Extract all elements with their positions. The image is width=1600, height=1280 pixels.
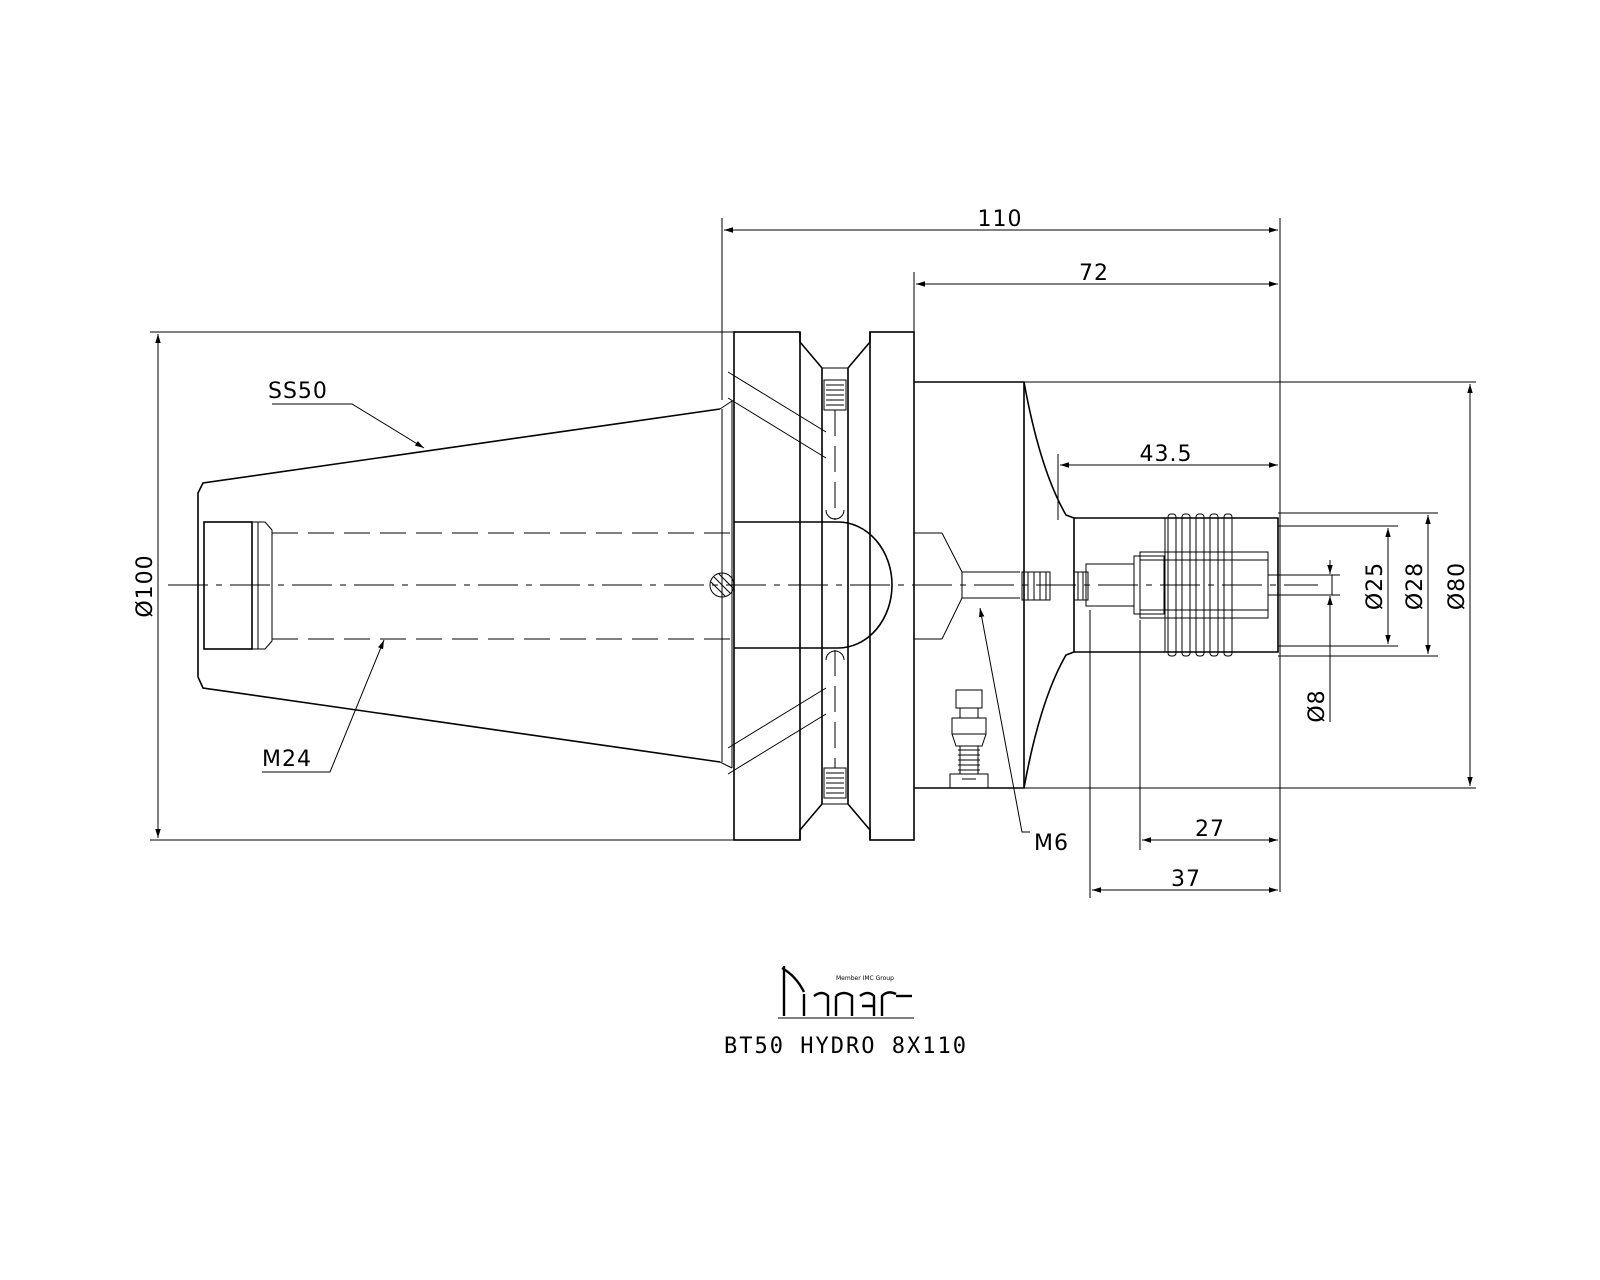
callout-set-screw: M6 — [1034, 831, 1069, 856]
dim-body-diameter: Ø80 — [1445, 562, 1470, 610]
dim-nose-outer-diameter: Ø28 — [1403, 562, 1428, 610]
logo-brand: iscar — [846, 1026, 849, 1029]
hydro-nose — [1073, 513, 1333, 657]
callout-retention-thread: M24 — [262, 747, 312, 772]
logo-tagline: Member IMC Group — [836, 975, 894, 982]
drawing-caption: BT50 HYDRO 8X110 — [724, 1034, 968, 1059]
dim-shank-length: 43.5 — [1140, 442, 1193, 467]
taper-shank — [197, 400, 735, 769]
dim-nose-inner-diameter: Ø25 — [1363, 562, 1388, 610]
body — [914, 381, 1089, 789]
callout-taper: SS50 — [268, 379, 328, 404]
dimension-lines — [150, 218, 1476, 898]
dim-bore-depth: 37 — [1171, 867, 1201, 892]
dim-overall-length: 110 — [978, 207, 1023, 232]
dim-clamp-length: 27 — [1195, 817, 1225, 842]
dim-bore-diameter: Ø8 — [1305, 689, 1330, 722]
iscar-logo: Member IMC Group iscar — [778, 966, 914, 1029]
flange — [727, 331, 1020, 841]
pressure-screw — [949, 689, 989, 789]
dim-taper-diameter: Ø100 — [133, 554, 158, 617]
dim-flange-to-tip: 72 — [1079, 261, 1109, 286]
